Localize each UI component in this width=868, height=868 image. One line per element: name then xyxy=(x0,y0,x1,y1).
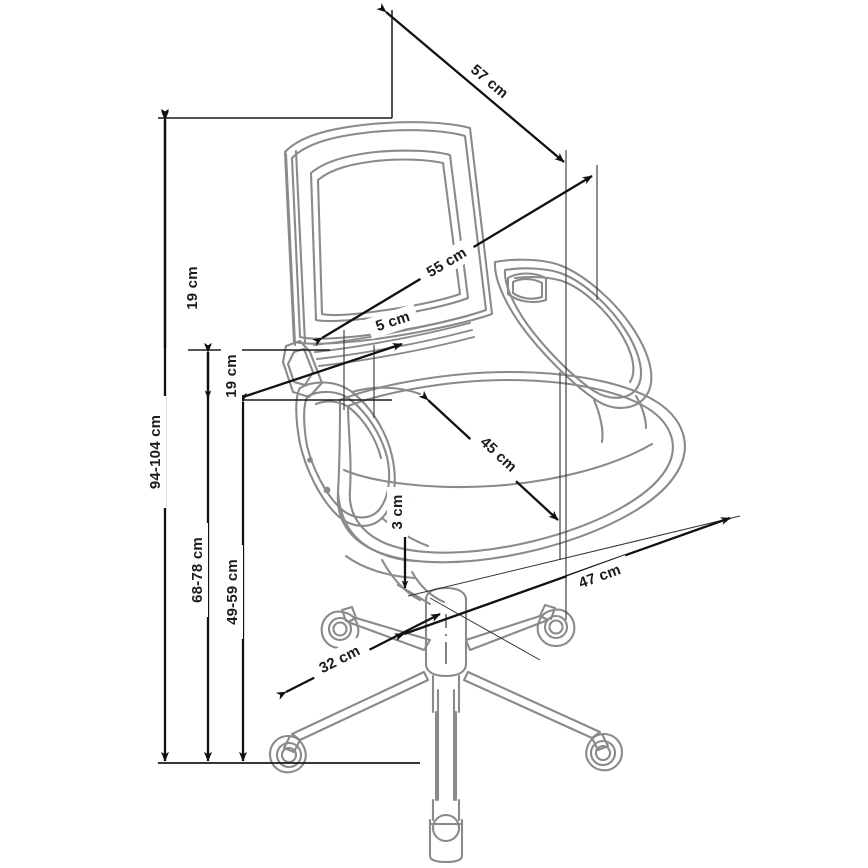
label-68-78: 68-78 cm xyxy=(189,537,206,603)
caster-front-right xyxy=(585,732,624,772)
caster-front-left xyxy=(268,734,307,774)
dim-arrow-47 xyxy=(393,516,731,641)
dim-arrow-57 xyxy=(376,3,565,163)
backrest-edge-strip xyxy=(284,149,307,347)
label-94-104: 94-104 cm xyxy=(147,415,164,489)
caster-front-centre xyxy=(431,813,461,843)
dim-arrow-5 xyxy=(224,342,403,407)
label-19-top: 19 cm xyxy=(184,266,201,310)
label-19-arm: 19 cm xyxy=(223,354,240,398)
label-3: 3 cm xyxy=(389,495,406,530)
label-49-59: 49-59 cm xyxy=(224,559,241,625)
